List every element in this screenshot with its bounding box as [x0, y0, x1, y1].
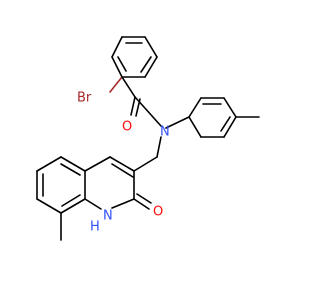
bond: [220, 116, 231, 132]
bond: [111, 36, 123, 58]
atom-br: Br: [77, 91, 92, 106]
bond: [61, 194, 81, 207]
bond: [223, 116, 237, 138]
bond-c-o-double-a: [130, 96, 136, 116]
bond: [84, 198, 102, 210]
atom-o-lactam: O: [153, 205, 163, 220]
bond: [188, 116, 202, 138]
bond: [109, 156, 135, 172]
bond: [36, 156, 62, 172]
bond: [60, 156, 86, 172]
bond-ch2-ring: [133, 156, 158, 172]
tolyl-ring: [165, 97, 260, 138]
bond: [36, 198, 62, 214]
bond-c-o-lactam-b: [136, 193, 152, 204]
bond: [117, 56, 127, 72]
atom-n-lactam: N: [103, 209, 113, 224]
bond-c-o-lactam-a: [133, 198, 150, 210]
bond: [144, 36, 158, 58]
atom-o-amide: O: [122, 120, 132, 135]
bond: [60, 163, 81, 176]
bond: [223, 97, 237, 118]
atom-h-lactam: H: [90, 220, 100, 235]
bond: [140, 56, 152, 73]
bond: [111, 56, 123, 78]
bond: [111, 163, 134, 178]
atom-n-amide: N: [160, 125, 170, 140]
bond: [84, 156, 111, 172]
bond-ring-carbonyl: [121, 76, 136, 98]
bond: [111, 198, 135, 209]
bond: [144, 56, 158, 78]
molecule-structure: Br O N O N H: [36, 36, 260, 241]
bond-carbonyl-n: [134, 96, 162, 127]
bond-n-ch2: [156, 136, 162, 158]
bond-c-br: [109, 76, 123, 93]
quinolinone-ring: [36, 156, 152, 241]
bond: [165, 116, 190, 129]
bond: [60, 198, 86, 214]
bond: [188, 97, 202, 118]
bromobenzoyl-ring: [111, 36, 158, 78]
